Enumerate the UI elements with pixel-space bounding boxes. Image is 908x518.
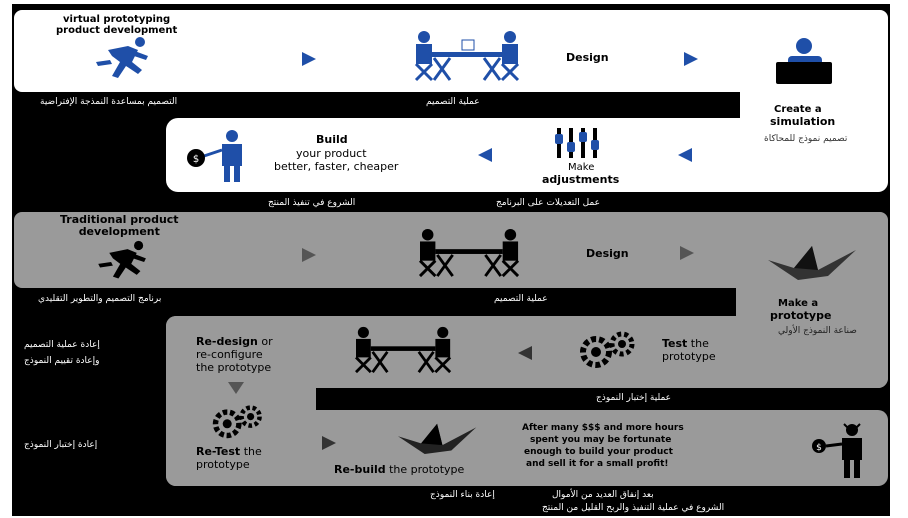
virtual-simulation-label-1: Create a: [774, 104, 822, 115]
traditional-retest-line1: Re-Test the: [196, 445, 262, 458]
traditional-rebuild: Re-build the prototype: [334, 463, 465, 476]
sliders-icon: [555, 128, 599, 158]
traditional-test-arabic: عملية إختبار النموذج: [596, 393, 672, 403]
traditional-prototype-arabic: صناعة النموذج الأولي: [778, 326, 857, 336]
traditional-redesign-line1: Re-design or: [196, 335, 273, 348]
traditional-final-arabic-1: بعد إنفاق العديد من الأموال: [552, 490, 654, 500]
traditional-redesign-arabic-2: وإعادة تقييم النموذج: [24, 356, 100, 366]
virtual-build-line3: better, faster, cheaper: [274, 160, 399, 173]
retest-rest: the: [240, 445, 262, 458]
arrow-right-icon: [302, 52, 316, 66]
virtual-adjust-arabic: عمل التعديلات على البرنامج: [496, 198, 600, 208]
designers-table-icon: [414, 31, 520, 82]
origami-bird-icon: [398, 423, 477, 454]
traditional-retest-line2: prototype: [196, 458, 250, 471]
test-bold: Test: [662, 337, 688, 350]
designers-table-icon: [418, 228, 520, 278]
virtual-title: virtual prototyping product development: [56, 14, 178, 36]
traditional-prototype-label-2: prototype: [770, 309, 832, 322]
computer-user-icon: [776, 38, 832, 84]
rebuild-bold: Re-build: [334, 463, 386, 476]
virtual-right-connector: [740, 10, 888, 192]
virtual-simulation-arabic: تصميم نموذج للمحاكاة: [764, 134, 848, 144]
traditional-redesign-line2: re-configure: [196, 348, 263, 361]
traditional-prototype-label-1: Make a: [778, 298, 819, 309]
traditional-final-arabic-2: الشروع في عملية التنفيذ والربح القليل من…: [542, 503, 725, 513]
virtual-build-bold: Build: [316, 133, 348, 146]
traditional-retest-arabic: إعادة إختبار النموذج: [24, 440, 98, 450]
money-bag-man-icon: $: [812, 423, 862, 478]
gears-icon: [212, 405, 262, 439]
arrow-down-icon: [228, 382, 244, 394]
traditional-divider-bar-2: [316, 390, 890, 406]
traditional-redesign-line3: the prototype: [196, 361, 272, 374]
traditional-design-arabic: عملية التصميم: [494, 294, 548, 304]
virtual-design-arabic: عملية التصميم: [426, 97, 480, 107]
traditional-final-text-4: and sell it for a small profit!: [526, 459, 669, 469]
traditional-test-line1: Test the: [662, 337, 709, 350]
arrow-left-icon: [478, 148, 492, 162]
virtual-design-label: Design: [566, 51, 609, 64]
traditional-bottom-panel: [166, 410, 888, 486]
arrow-left-icon: [518, 346, 532, 360]
rebuild-rest: the prototype: [385, 463, 465, 476]
traditional-redesign-arabic-1: إعادة عملية التصميم: [24, 340, 100, 350]
svg-text:$: $: [193, 154, 199, 165]
arrow-right-icon: [322, 436, 336, 450]
virtual-adjust-label-1: Make: [568, 162, 595, 173]
traditional-title: Traditional product development: [60, 213, 179, 239]
traditional-title-arabic: برنامج التصميم والتطوير التقليدي: [38, 294, 162, 304]
virtual-build-arabic: الشروع في تنفيذ المنتج: [268, 198, 356, 208]
traditional-final-text-2: spent you may be fortunate: [530, 435, 672, 445]
arrow-left-icon: [678, 148, 692, 162]
arrow-right-icon: [302, 248, 316, 262]
test-rest: the: [687, 337, 709, 350]
virtual-adjust-label-2: adjustments: [542, 173, 620, 186]
redesign-rest: or: [257, 335, 273, 348]
designers-table-icon: [355, 326, 452, 374]
virtual-divider-bar: [14, 92, 734, 112]
traditional-rebuild-arabic: إعادة بناء النموذج: [430, 490, 495, 500]
virtual-simulation-label-2: simulation: [770, 115, 836, 128]
arrow-right-icon: [680, 246, 694, 260]
gears-icon: [580, 331, 635, 368]
traditional-design-label: Design: [586, 247, 629, 260]
virtual-title-arabic: التصميم بمساعدة النمذجة الإفتراضية: [40, 97, 178, 107]
running-man-icon: [98, 240, 146, 279]
virtual-build-line2: your product: [296, 147, 367, 160]
retest-bold: Re-Test: [196, 445, 241, 458]
money-bag-man-icon: $: [187, 130, 242, 182]
traditional-test-line2: prototype: [662, 350, 716, 363]
traditional-divider-bar: [14, 288, 728, 310]
origami-bird-icon: [768, 246, 856, 280]
traditional-final-text-3: enough to build your product: [524, 447, 673, 457]
redesign-bold: Re-design: [196, 335, 258, 348]
arrow-right-icon: [684, 52, 698, 66]
running-man-icon: [96, 37, 148, 78]
traditional-final-text-1: After many $$$ and more hours: [522, 423, 684, 433]
svg-text:$: $: [816, 443, 822, 453]
